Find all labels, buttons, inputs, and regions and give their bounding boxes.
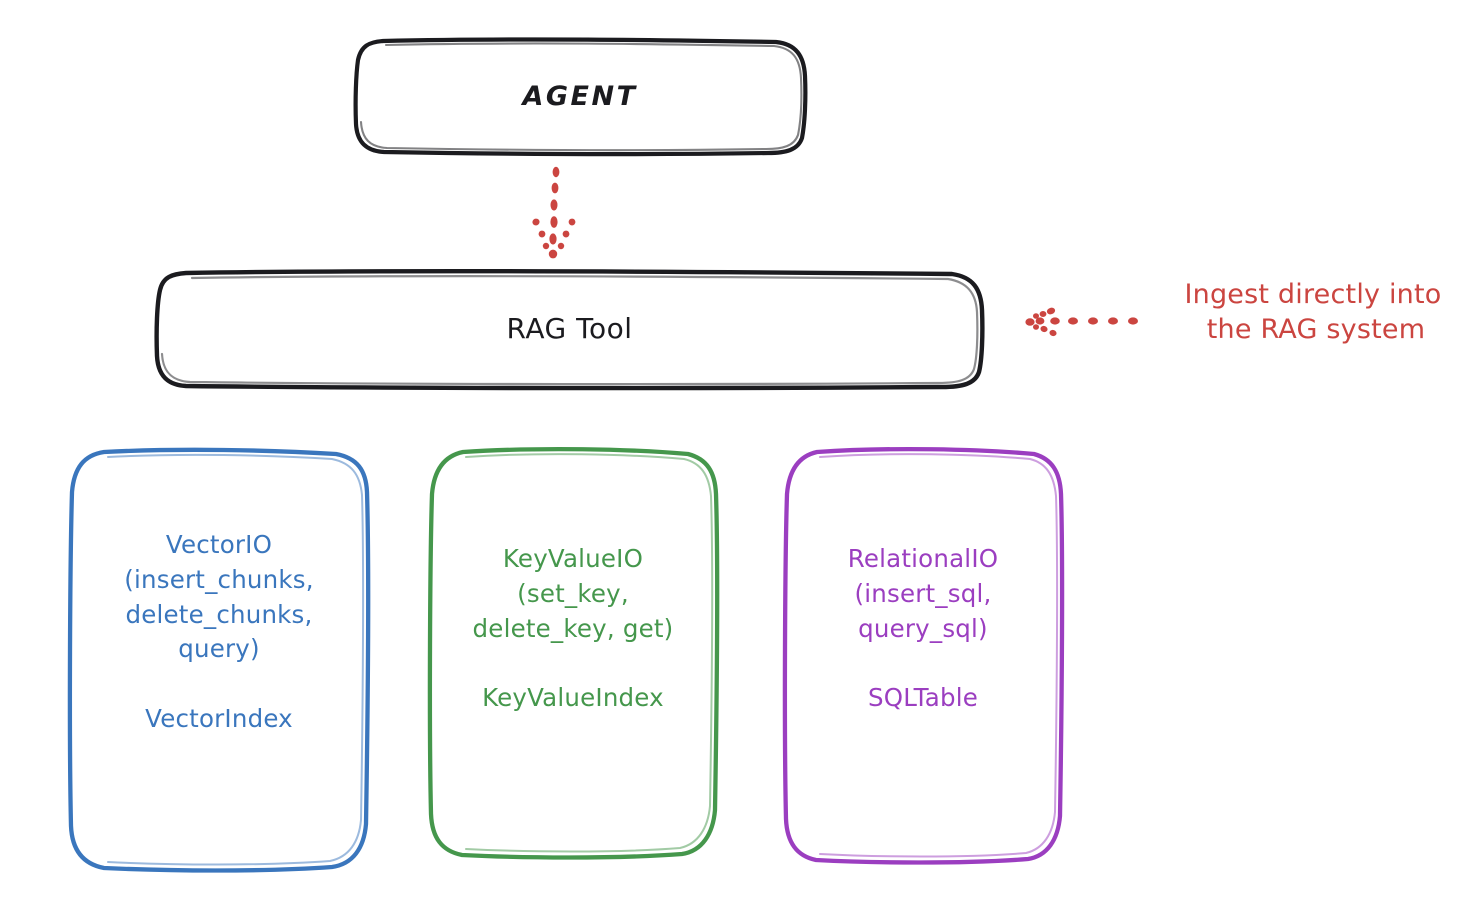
key-value-io-box-outline xyxy=(427,446,720,860)
relational-io-node-label: RelationalIO (insert_sql, query_sql) SQL… xyxy=(847,544,999,713)
rag-tool-box-outline xyxy=(154,268,985,391)
agent-node-label: AGENT xyxy=(522,80,638,112)
vector-io-box-outline xyxy=(67,447,371,873)
ingest-annotation-line-2: the RAG system xyxy=(1206,313,1426,345)
ingest-annotation: Ingest directly into the RAG system xyxy=(1148,278,1478,347)
ingest-to-rag-tool-arrow xyxy=(1025,307,1138,337)
agent-box-outline xyxy=(353,37,808,157)
rag-tool-node[interactable]: RAG Tool xyxy=(157,272,982,386)
rag-tool-node-label: RAG Tool xyxy=(506,311,633,345)
agent-node[interactable]: AGENT xyxy=(355,40,805,153)
relational-io-node[interactable]: RelationalIO (insert_sql, query_sql) SQL… xyxy=(785,450,1061,861)
relational-io-box-outline xyxy=(782,446,1065,865)
ingest-annotation-line-1: Ingest directly into xyxy=(1184,279,1442,310)
vector-io-node[interactable]: VectorIO (insert_chunks, delete_chunks, … xyxy=(70,450,368,871)
key-value-io-node[interactable]: KeyValueIO (set_key, delete_key, get) Ke… xyxy=(430,450,716,856)
key-value-io-node-label: KeyValueIO (set_key, delete_key, get) Ke… xyxy=(472,544,674,713)
agent-to-rag-tool-arrow xyxy=(532,166,576,259)
vector-io-node-label: VectorIO (insert_chunks, delete_chunks, … xyxy=(124,530,314,733)
